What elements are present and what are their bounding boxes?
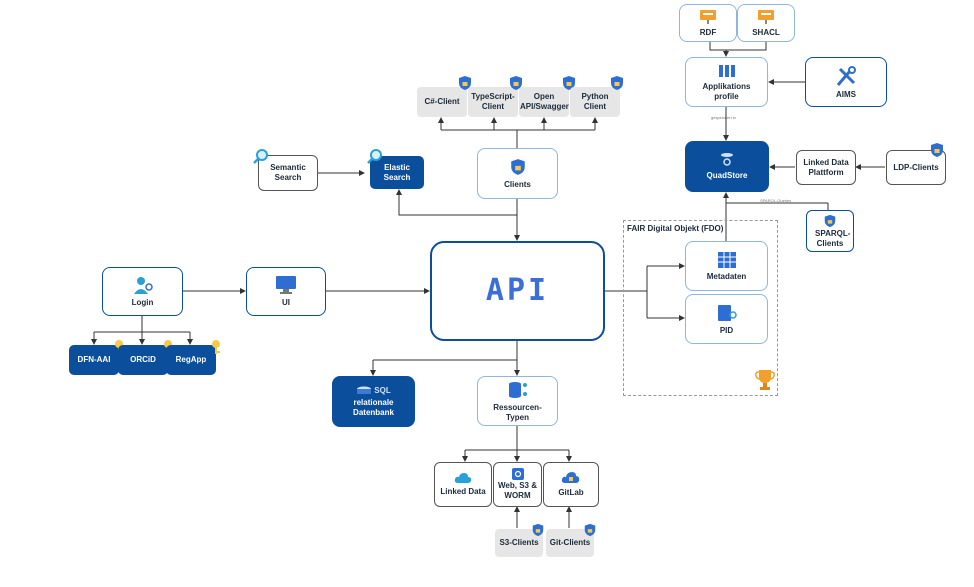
node-label: SPARQL-Clients bbox=[815, 228, 851, 248]
lock-shield-icon bbox=[584, 523, 596, 537]
node-label: ORCiD bbox=[130, 355, 156, 364]
node-web-s3-worm[interactable]: Web, S3 & WORM bbox=[493, 462, 542, 507]
node-rdf[interactable]: RDF bbox=[679, 4, 737, 42]
node-ressourcen-typen[interactable]: Ressourcen-Typen bbox=[477, 376, 558, 426]
node-label: Elastic Search bbox=[383, 162, 411, 182]
database-icon: SQL bbox=[356, 385, 391, 396]
edge-label-stored-in: gespeichert in bbox=[711, 115, 736, 120]
node-label: SHACL bbox=[752, 27, 780, 37]
node-applikationsprofile[interactable]: Applikations profile bbox=[685, 57, 768, 107]
presentation-icon bbox=[700, 9, 716, 24]
node-label: GitLab bbox=[558, 488, 584, 497]
node-label: relationale Datenbank bbox=[353, 397, 394, 417]
node-label: Python Client bbox=[581, 92, 609, 111]
node-label: AIMS bbox=[836, 89, 856, 99]
lock-shield-icon bbox=[563, 76, 575, 90]
node-label: Clients bbox=[504, 180, 531, 189]
presentation-icon bbox=[758, 9, 774, 24]
node-linked-data[interactable]: Linked Data bbox=[434, 462, 492, 507]
key-icon bbox=[212, 340, 220, 354]
lock-shield-icon bbox=[510, 159, 525, 175]
database-network-icon bbox=[508, 381, 527, 398]
lock-shield-icon bbox=[510, 76, 522, 90]
lock-shield-icon bbox=[824, 214, 836, 227]
node-quadstore[interactable]: QuadStore bbox=[685, 141, 769, 192]
node-label: Web, S3 & WORM bbox=[498, 481, 537, 500]
magnifier-icon bbox=[367, 149, 382, 164]
node-aims[interactable]: AIMS bbox=[805, 57, 887, 107]
node-label: Metadaten bbox=[706, 271, 747, 281]
node-label: Open API/Swagger bbox=[520, 92, 569, 111]
cloud-icon bbox=[454, 473, 472, 483]
fdo-title: FAIR Digital Objekt (FDO) bbox=[627, 224, 724, 233]
api-label: API bbox=[485, 273, 550, 308]
table-grid-icon bbox=[717, 251, 736, 268]
node-label: PID bbox=[719, 325, 734, 335]
fdo-boundary bbox=[623, 220, 778, 396]
node-clients[interactable]: Clients bbox=[477, 148, 558, 199]
node-label: TypeScript-Client bbox=[471, 92, 515, 111]
node-dfn-aai[interactable]: DFN-AAI bbox=[69, 345, 119, 375]
node-ui[interactable]: UI bbox=[246, 267, 326, 316]
node-label: Applikations profile bbox=[702, 81, 751, 101]
edge-label-sparql: SPARQL-Queries bbox=[760, 198, 792, 203]
monitor-icon bbox=[276, 276, 296, 294]
lock-shield-icon bbox=[931, 143, 943, 157]
node-label: Git-Clients bbox=[549, 538, 591, 547]
node-label: S3-Clients bbox=[499, 538, 539, 547]
cloud-lock-icon bbox=[561, 472, 580, 483]
node-semantic-search[interactable]: Semantic Search bbox=[258, 155, 318, 191]
lock-shield-icon bbox=[459, 76, 471, 90]
node-git-clients[interactable]: Git-Clients bbox=[546, 529, 594, 557]
node-metadaten[interactable]: Metadaten bbox=[685, 241, 768, 291]
node-sparql-clients[interactable]: SPARQL-Clients bbox=[806, 210, 854, 252]
node-shacl[interactable]: SHACL bbox=[737, 4, 795, 42]
node-pid[interactable]: PID bbox=[685, 294, 768, 344]
node-label: LDP-Clients bbox=[893, 162, 939, 172]
node-regapp[interactable]: RegApp bbox=[166, 345, 216, 375]
node-python-client[interactable]: Python Client bbox=[570, 87, 620, 117]
node-label: Ressourcen-Typen bbox=[493, 402, 542, 422]
node-orcid[interactable]: ORCiD bbox=[118, 345, 168, 375]
node-api[interactable]: API bbox=[430, 241, 605, 341]
node-label: Semantic Search bbox=[270, 163, 306, 182]
node-relationale-datenbank[interactable]: SQL relationale Datenbank bbox=[332, 376, 415, 427]
node-label: UI bbox=[282, 298, 290, 307]
lock-shield-icon bbox=[532, 523, 544, 537]
gear-box-icon bbox=[511, 468, 524, 480]
node-label: RegApp bbox=[175, 355, 207, 364]
magnifier-icon bbox=[253, 149, 268, 164]
database-shape bbox=[357, 386, 372, 394]
node-typescript-client[interactable]: TypeScript-Client bbox=[468, 87, 518, 117]
lock-shield-icon bbox=[611, 76, 623, 90]
node-label: DFN-AAI bbox=[77, 355, 111, 364]
node-label: RDF bbox=[699, 27, 717, 37]
trophy-icon bbox=[755, 370, 775, 390]
tools-icon bbox=[836, 65, 856, 86]
node-label: Login bbox=[131, 298, 154, 307]
node-openapi-swagger[interactable]: Open API/Swagger bbox=[519, 87, 569, 117]
user-gear-icon bbox=[133, 277, 153, 294]
book-gear-icon bbox=[717, 304, 737, 321]
node-label: Linked Data bbox=[440, 487, 486, 496]
node-gitlab[interactable]: GitLab bbox=[543, 462, 599, 507]
node-label: Linked Data Plattform bbox=[803, 157, 849, 177]
node-label: C#-Client bbox=[424, 97, 460, 106]
node-label: QuadStore bbox=[706, 171, 748, 180]
node-linked-data-plattform[interactable]: Linked Data Plattform bbox=[796, 150, 856, 185]
grid-icon bbox=[718, 64, 735, 77]
node-csharp-client[interactable]: C#-Client bbox=[417, 87, 467, 117]
database-gear-icon bbox=[721, 153, 733, 166]
node-login[interactable]: Login bbox=[102, 267, 183, 316]
node-elastic-search[interactable]: Elastic Search bbox=[370, 156, 424, 189]
sql-icon-text: SQL bbox=[374, 385, 391, 395]
